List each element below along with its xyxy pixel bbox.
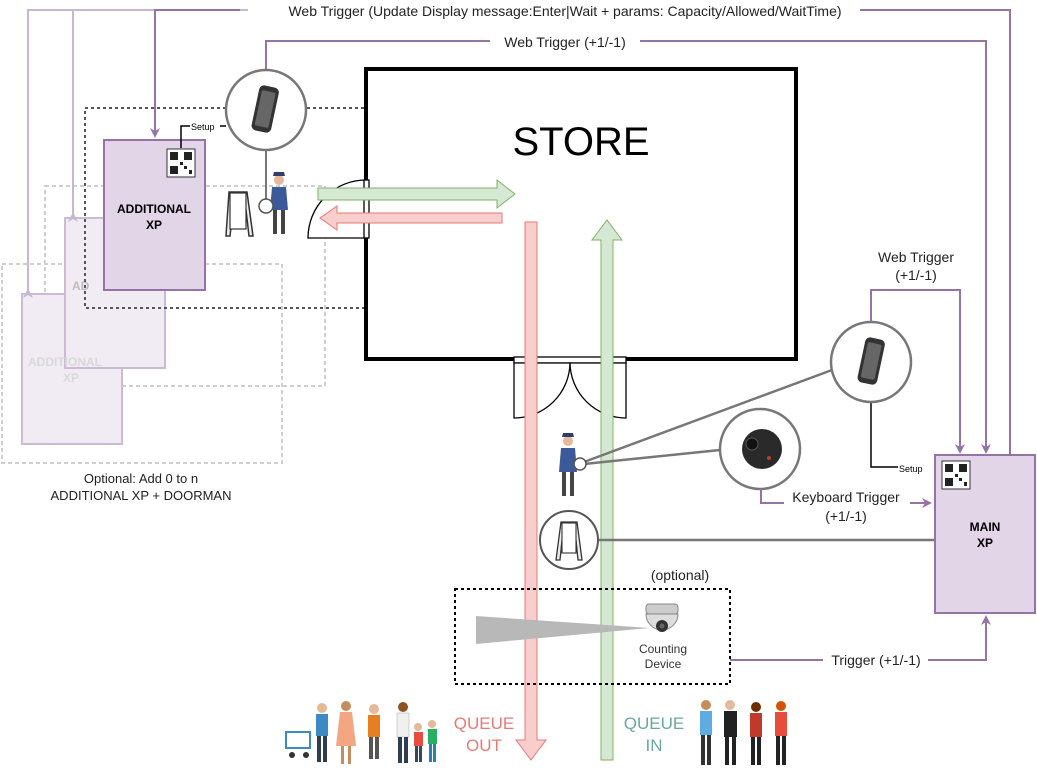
main-setup-label: Setup [899,464,923,474]
second-trigger-line-right [640,40,991,454]
clicker-to-doorman [583,448,721,466]
additional-setup-label: Setup [191,122,215,132]
counting-trigger-bg [823,650,928,670]
counting-beam [476,616,650,644]
ghost-connector-1 [23,9,40,298]
top-trigger-line [860,9,1011,455]
ghost-xp-label-2a: ADDITIONAL [28,355,102,369]
queue-in-label-2: IN [646,736,663,755]
people-entering-icon [700,700,787,765]
main-qr-code-icon [941,460,971,490]
queue-out-arrow [515,221,547,761]
counting-device-frame [454,588,731,685]
middle-doorman-counter [573,457,587,471]
counting-trigger-label: Trigger (+1/-1) [831,652,920,668]
left-doorman-icon [270,172,288,234]
left-doorman-counter [258,198,274,214]
optional-note-2: ADDITIONAL XP + DOORMAN [51,488,232,503]
right-trigger-label-1: Web Trigger [878,249,954,265]
counting-device-label-2: Device [645,657,682,671]
queue-out-label-2: OUT [466,736,502,755]
qr-code-icon [166,148,196,178]
queue-in-label-1: QUEUE [624,714,684,733]
exit-arrow [319,205,503,231]
right-trigger-line [870,289,965,454]
keyboard-trigger-label-1: Keyboard Trigger [792,489,900,505]
additional-xp-label-2: XP [146,218,162,232]
additional-setup-line [180,125,190,148]
main-xp-label-1: MAIN [970,520,1001,534]
counting-optional-label: (optional) [651,567,709,583]
optional-note-1: Optional: Add 0 to n [84,471,198,486]
enter-arrow [317,178,516,210]
additional-xp-label-1: ADDITIONAL [117,202,191,216]
middle-doorman-icon [559,433,577,496]
ghost-connector-2 [40,9,78,222]
right-trigger-bg [868,248,964,284]
queue-out-label-1: QUEUE [454,714,514,733]
left-phone-icon [251,85,279,133]
ghost-xp-label-2b: XP [63,371,79,385]
right-phone-icon [857,337,885,385]
second-trigger-label: Web Trigger (+1/-1) [504,34,626,50]
ghost-xp-label-1: AD [72,279,90,293]
counting-device-label-1: Counting [639,642,687,656]
store-title: STORE [512,120,649,164]
left-sign-icon [225,191,254,237]
people-leaving-icon [285,701,437,764]
top-trigger-to-additional [150,9,240,138]
keyboard-trigger-bg [784,488,910,522]
camera-icon [645,603,679,632]
keyboard-trigger-label-2: (+1/-1) [825,508,867,524]
main-xp-label-2: XP [977,536,993,550]
top-trigger-label: Web Trigger (Update Display message:Ente… [288,3,841,19]
clicker-icon [742,429,782,469]
right-phone-to-setup [870,400,898,468]
right-phone-to-doorman [583,368,833,464]
right-trigger-label-2: (+1/-1) [895,267,937,283]
counting-trigger-line [730,615,991,661]
sign-icon [555,521,583,561]
queue-in-arrow [591,219,623,761]
second-trigger-line [265,40,490,70]
